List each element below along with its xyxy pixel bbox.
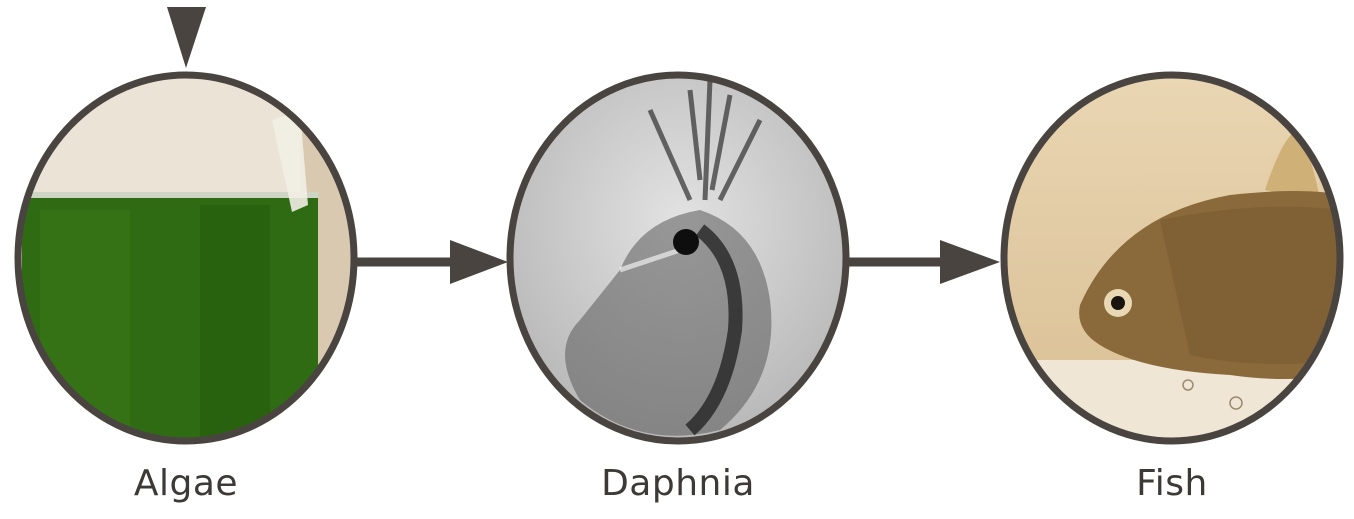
arrow-daphnia-to-fish: [848, 240, 1000, 284]
node-label-daphnia: Daphnia: [548, 466, 808, 502]
algae-image: [0, 60, 380, 460]
fish-image: [990, 60, 1354, 460]
node-label-fish: Fish: [1042, 466, 1302, 502]
arrow-algae-to-daphnia: [356, 240, 508, 284]
down-triangle-icon: [167, 7, 206, 68]
node-fish: [990, 60, 1354, 460]
node-daphnia: [500, 60, 860, 460]
daphnia-image: [500, 60, 860, 460]
node-algae: [0, 60, 380, 460]
node-label-algae: Algae: [56, 466, 316, 502]
